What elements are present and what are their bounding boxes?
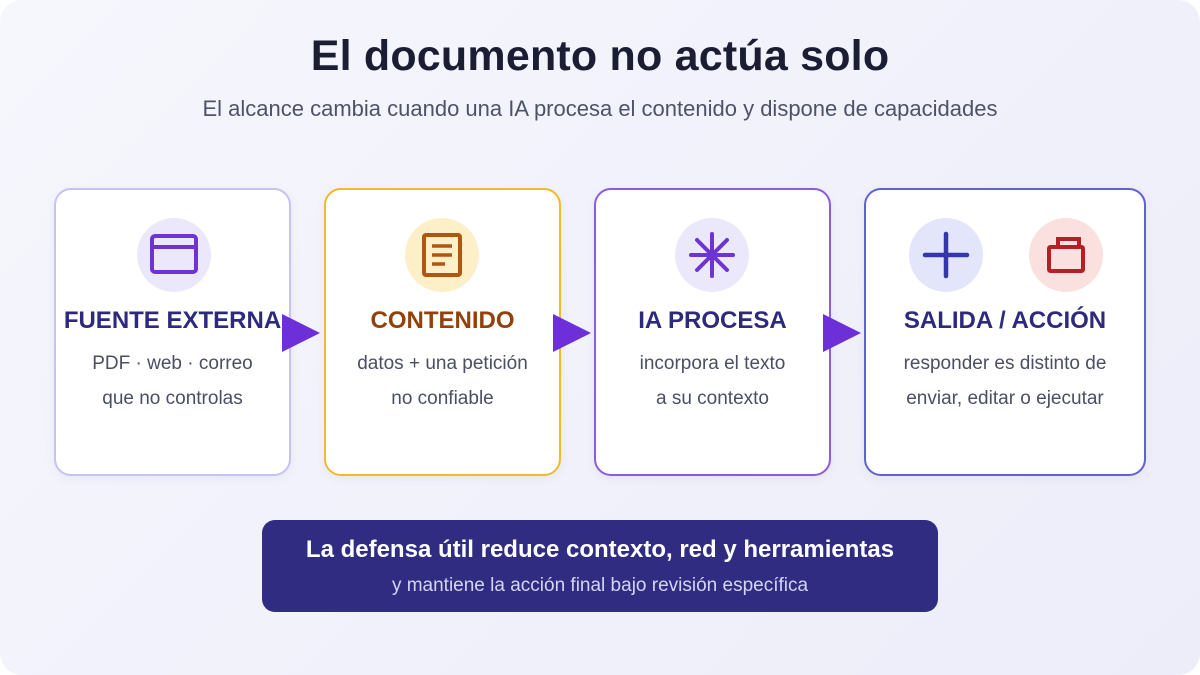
step-heading: IA PROCESA (638, 307, 787, 334)
step-heading: CONTENIDO (370, 307, 515, 334)
step-description-line: responder es distinto de (903, 353, 1107, 374)
step-card-output-action: SALIDA / ACCIÓN responder es distinto de… (864, 188, 1146, 476)
browser-window-icon (137, 218, 211, 292)
diagram-title: El documento no actúa solo (310, 32, 890, 80)
document-lines-icon (405, 218, 479, 292)
step-card-ai-processes: IA PROCESA incorpora el texto a su conte… (594, 188, 831, 476)
step-description-line: datos + una petición (357, 353, 528, 374)
step-description-line: incorpora el texto (639, 353, 786, 374)
step-description-line: no confiable (391, 388, 494, 409)
toolbox-icon (1029, 218, 1103, 292)
plus-icon (909, 218, 983, 292)
callout-title: La defensa útil reduce contexto, red y h… (305, 536, 895, 563)
diagram-subtitle: El alcance cambia cuando una IA procesa … (202, 96, 998, 121)
asterisk-spark-icon (675, 218, 749, 292)
step-card-content: CONTENIDO datos + una petición no confia… (324, 188, 561, 476)
step-description-line: que no controlas (102, 388, 243, 409)
step-description-line: a su contexto (655, 388, 770, 409)
step-description-line: enviar, editar o ejecutar (906, 388, 1104, 409)
defense-callout: La defensa útil reduce contexto, red y h… (262, 520, 938, 612)
flow-arrow-icon (823, 314, 861, 352)
step-card-external-source: FUENTE EXTERNA PDF · web · correo que no… (54, 188, 291, 476)
flow-arrow-icon (282, 314, 320, 352)
flow-arrow-icon (553, 314, 591, 352)
step-heading: FUENTE EXTERNA (63, 307, 282, 334)
callout-subtitle: y mantiene la acción final bajo revisión… (391, 575, 809, 596)
step-heading: SALIDA / ACCIÓN (903, 307, 1107, 334)
step-description-line: PDF · web · correo (92, 353, 253, 374)
